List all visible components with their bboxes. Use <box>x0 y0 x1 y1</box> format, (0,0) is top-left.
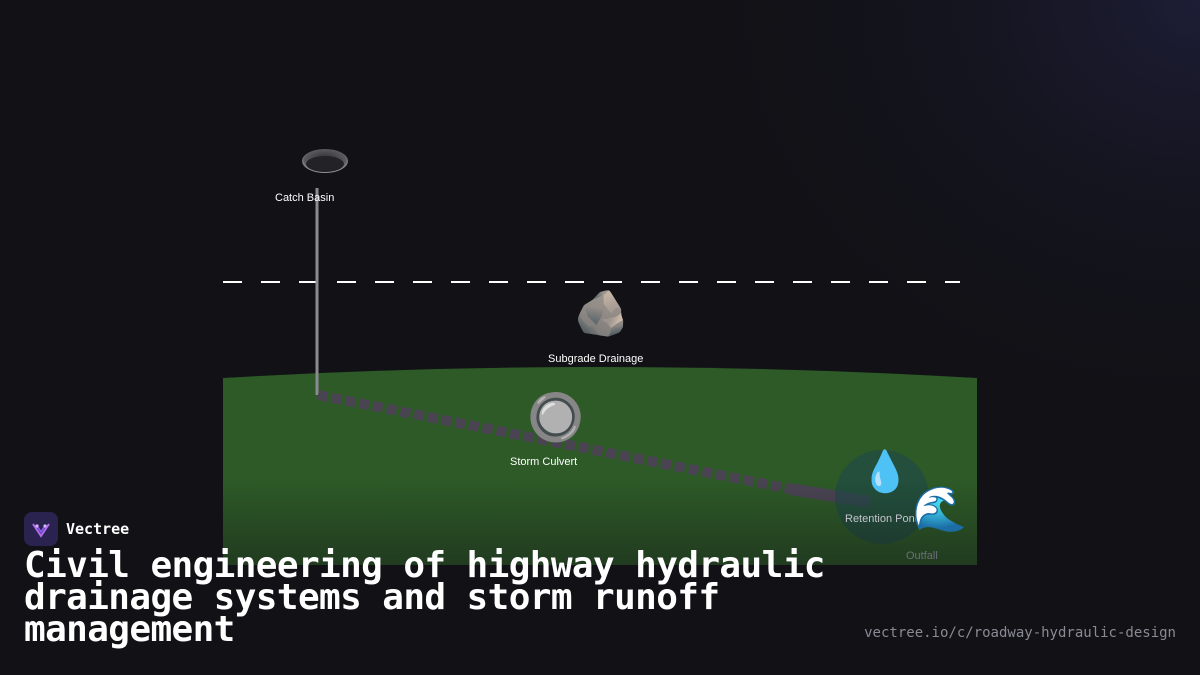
retention-pond-label: Retention Pond <box>845 513 921 525</box>
source-url: vectree.io/c/roadway-hydraulic-design <box>864 625 1176 641</box>
brand: Vectree <box>24 512 129 546</box>
manhole-cover-icon <box>302 149 348 173</box>
vectree-logo-icon <box>24 512 58 546</box>
storm-pipe <box>317 390 791 494</box>
storm-culvert-label: Storm Culvert <box>510 456 578 468</box>
catch-basin-label: Catch Basin <box>275 192 335 204</box>
outfall-label: Outfall <box>906 550 938 562</box>
page-title: Civil engineering of highway hydraulic d… <box>24 545 825 650</box>
rock-icon: 🪨 <box>574 288 629 339</box>
wave-icon: 🌊 <box>912 484 967 535</box>
brand-name: Vectree <box>66 520 130 538</box>
subgrade-drainage-label: Subgrade Drainage <box>548 353 644 365</box>
pipe-culvert-icon: 🔘 <box>527 390 585 444</box>
droplet-icon: 💧 <box>860 449 910 495</box>
bottom-fade <box>0 480 1200 675</box>
